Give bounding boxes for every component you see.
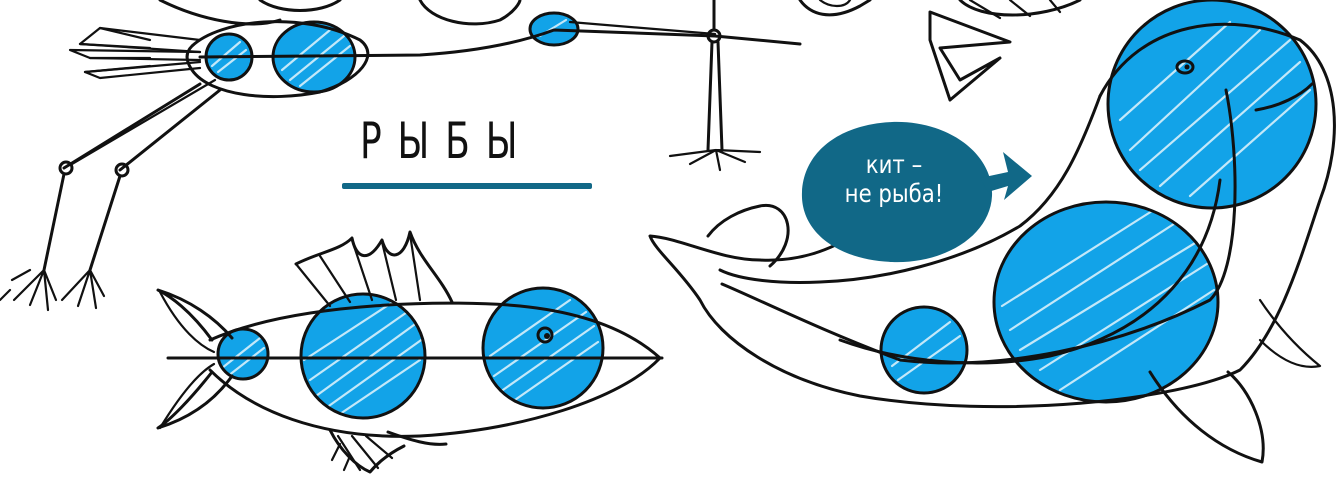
whale-sketch — [650, 0, 1334, 462]
callout-line-1: кит – — [866, 150, 922, 179]
fish-sketch — [158, 232, 662, 472]
title-underline — [342, 183, 592, 189]
page-title: РЫБЫ — [360, 112, 526, 170]
bird-sketch — [800, 0, 1080, 100]
callout-line-2: не рыба! — [845, 179, 944, 208]
callout-text: кит – не рыба! — [819, 150, 969, 208]
